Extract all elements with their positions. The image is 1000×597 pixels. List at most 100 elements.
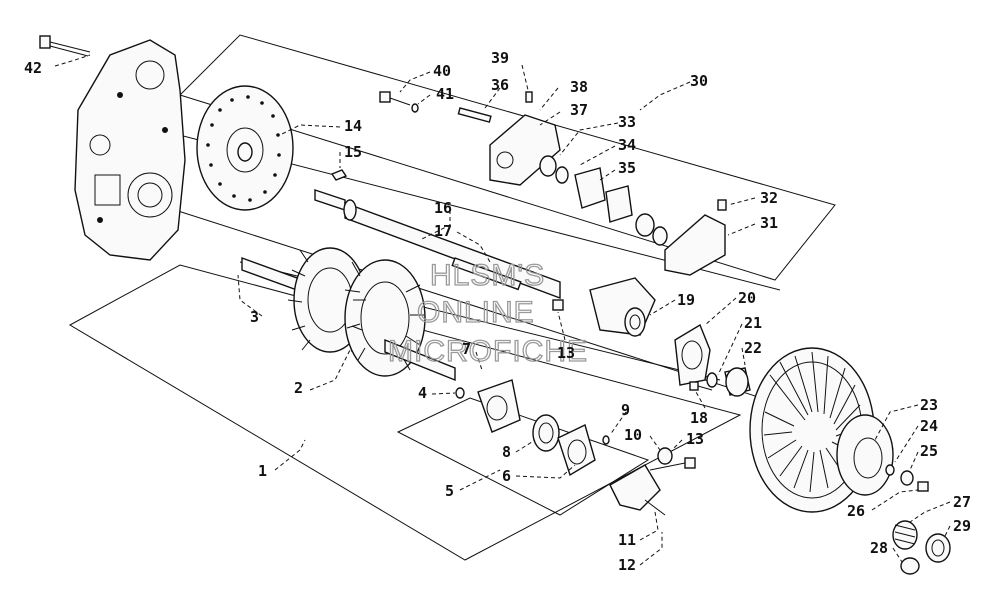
callout-11: 11 — [618, 531, 636, 549]
callout-27: 27 — [953, 493, 971, 511]
watermark-line-3: MICROFICHE — [388, 335, 588, 368]
leader-25 — [909, 451, 919, 471]
callout-35: 35 — [618, 159, 636, 177]
watermark-line-2: ONLINE — [417, 296, 535, 329]
ring-33 — [539, 155, 557, 177]
watermark: HLSM'S ONLINE MICROFICHE — [387, 258, 588, 368]
callout-15: 15 — [344, 143, 362, 161]
callout-39: 39 — [491, 49, 509, 67]
leader-41 — [417, 94, 431, 105]
leader-16 — [419, 210, 451, 241]
leader-33 — [559, 122, 619, 156]
bolt-18 — [689, 381, 713, 391]
callout-30: 30 — [690, 72, 708, 90]
callout-16: 16 — [434, 199, 452, 217]
piston-ring — [652, 226, 668, 246]
leader-24 — [894, 425, 919, 463]
callout-6: 6 — [502, 467, 511, 485]
callout-40: 40 — [433, 62, 451, 80]
callout-5: 5 — [445, 482, 454, 500]
pin-36 — [457, 107, 492, 123]
callout-24: 24 — [920, 417, 938, 435]
leader-28 — [892, 547, 903, 563]
callout-2: 2 — [294, 379, 303, 397]
leader-18 — [695, 391, 706, 409]
bearing-8 — [532, 414, 560, 452]
callout-7: 7 — [462, 340, 471, 358]
bolt-42 — [39, 35, 91, 57]
callout-28: 28 — [870, 539, 888, 557]
callout-13b: 13 — [686, 430, 704, 448]
brake-disc-14 — [196, 85, 294, 211]
leader-34 — [579, 145, 616, 166]
leader-22 — [741, 347, 746, 366]
axis-line-lower — [174, 209, 831, 421]
chaincase-housing — [74, 39, 186, 261]
leader-21 — [717, 323, 743, 376]
caliper-half-31 — [664, 214, 726, 276]
callout-20: 20 — [738, 289, 756, 307]
leader-1 — [274, 439, 306, 471]
leader-7 — [475, 351, 483, 371]
callout-38: 38 — [570, 78, 588, 96]
key-15 — [330, 169, 348, 181]
leader-13a — [557, 311, 566, 341]
callout-23: 23 — [920, 396, 938, 414]
leader-32 — [727, 197, 756, 206]
driven-clutch-23 — [749, 347, 894, 513]
pin-39 — [525, 91, 533, 103]
callout-42: 42 — [24, 59, 42, 77]
flange-plate-7 — [477, 379, 521, 433]
callout-9: 9 — [621, 401, 630, 419]
bleeder-32 — [717, 199, 727, 211]
callout-18: 18 — [690, 409, 708, 427]
cap-29 — [925, 533, 951, 563]
leader-42 — [54, 54, 91, 67]
leader-2 — [309, 349, 351, 391]
leader-6 — [515, 464, 576, 479]
bolt-40 — [379, 91, 391, 103]
leader-12 — [639, 532, 663, 566]
leader-13b — [671, 439, 683, 451]
driveshaft-16 — [314, 189, 561, 300]
spacer-22 — [724, 367, 751, 397]
washer-24 — [885, 464, 895, 476]
flange-plate-6 — [557, 424, 596, 477]
frame-assembly-5 — [396, 397, 650, 516]
brake-pad-35 — [574, 167, 606, 209]
leader-40 — [399, 71, 431, 93]
bolt-40-shank — [389, 97, 411, 106]
leader-27 — [909, 501, 951, 523]
leader-29 — [944, 525, 951, 537]
callout-13a: 13 — [557, 344, 575, 362]
leader-35 — [599, 169, 616, 181]
callout-41: 41 — [436, 85, 454, 103]
callout-29: 29 — [953, 517, 971, 535]
spring-27 — [892, 520, 918, 550]
leader-5 — [459, 469, 501, 491]
callout-36: 36 — [491, 76, 509, 94]
frame-assembly-1 — [68, 264, 742, 561]
bearing-flange-20 — [674, 323, 711, 386]
seal-21 — [706, 372, 718, 388]
callout-labels: 42 40 41 39 36 38 37 33 34 35 30 32 31 1… — [24, 49, 971, 574]
clip-9 — [602, 435, 610, 445]
callout-8: 8 — [502, 443, 511, 461]
leader-39 — [521, 64, 529, 91]
speed-sensor-11 — [609, 457, 696, 516]
ring-28 — [900, 557, 920, 575]
callout-31: 31 — [760, 214, 778, 232]
callout-22: 22 — [744, 339, 762, 357]
leader-30 — [639, 81, 691, 111]
callout-32: 32 — [760, 189, 778, 207]
callout-17: 17 — [434, 222, 452, 240]
frame-assembly-30 — [179, 34, 836, 281]
leader-9 — [609, 411, 627, 436]
callout-3: 3 — [250, 308, 259, 326]
brake-pad-35b — [605, 185, 633, 223]
callout-4: 4 — [418, 384, 427, 402]
leader-8 — [515, 439, 536, 453]
ring-34 — [555, 166, 569, 184]
washer-4 — [455, 387, 465, 399]
bearing-housing-19 — [589, 277, 656, 337]
